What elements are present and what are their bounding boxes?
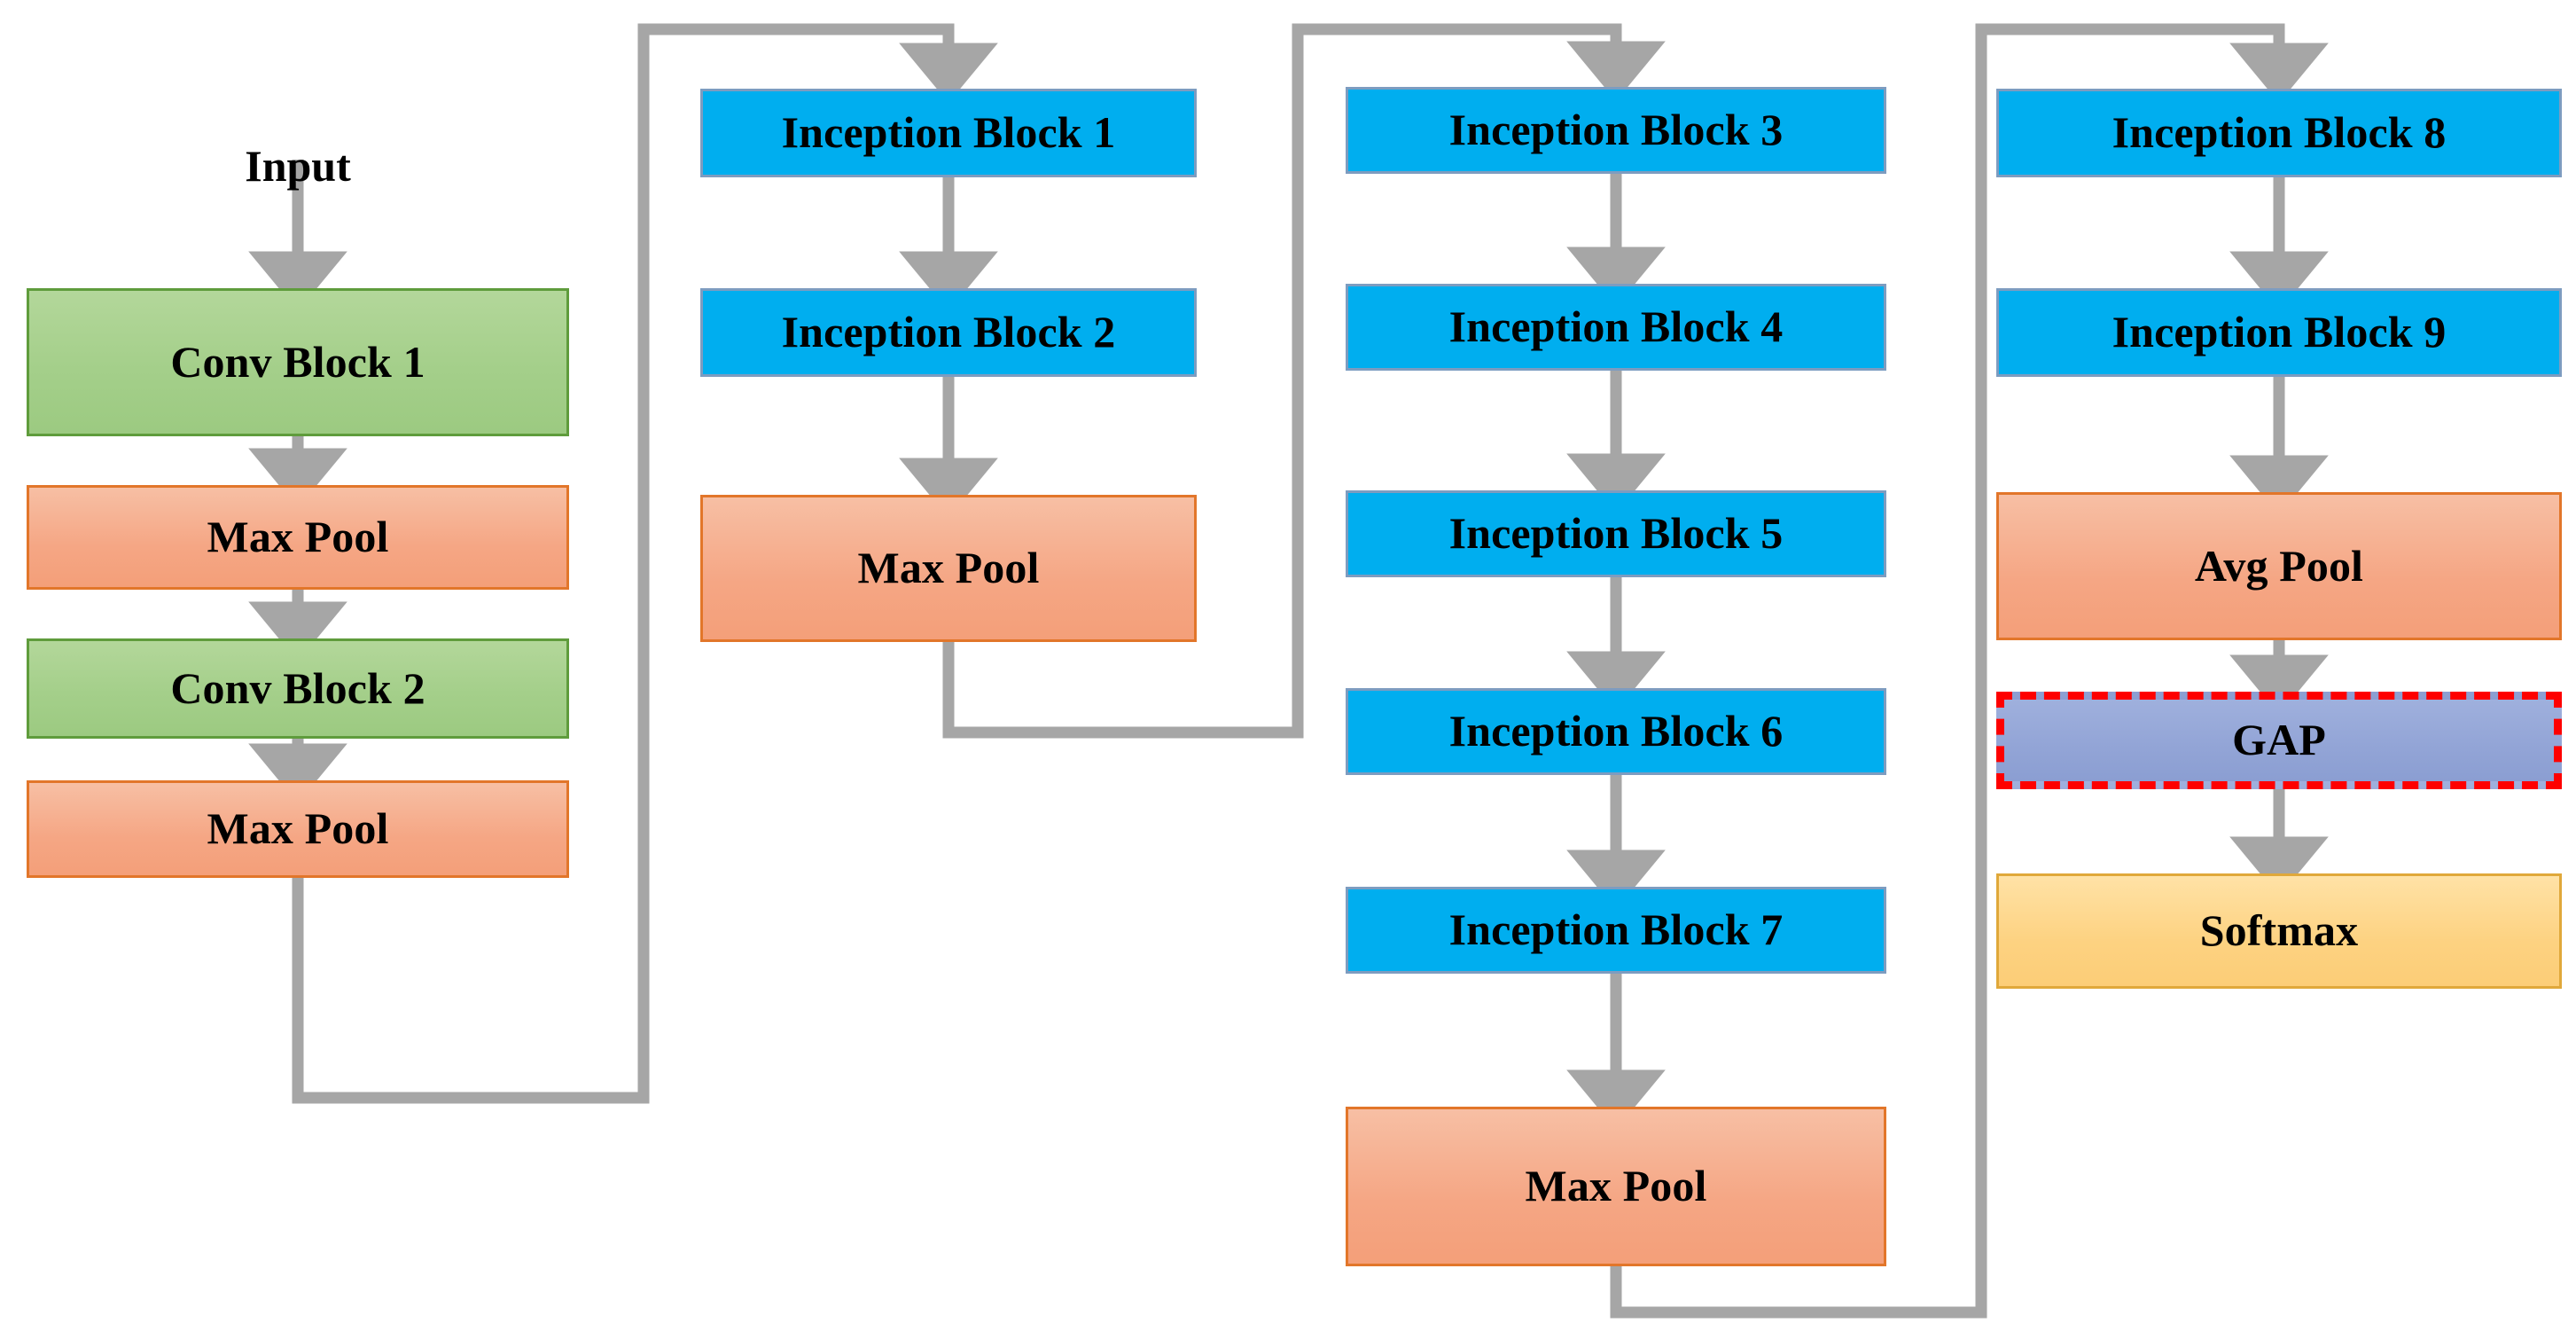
inception-block-6[interactable]: Inception Block 6 [1346,688,1886,775]
softmax-block-label: Softmax [2199,905,2359,955]
inception-block-3[interactable]: Inception Block 3 [1346,87,1886,174]
avg-pool[interactable]: Avg Pool [1996,492,2562,640]
max-pool-2[interactable]: Max Pool [27,780,569,878]
conv-block-2-label: Conv Block 2 [170,662,425,713]
inception-block-5[interactable]: Inception Block 5 [1346,490,1886,577]
straight-arrows [248,160,2329,1130]
avg-pool-label: Avg Pool [2194,540,2364,591]
conv-block-1[interactable]: Conv Block 1 [27,288,569,436]
inception-block-1-label: Inception Block 1 [781,107,1116,157]
long-skip-connectors [292,23,2329,1319]
inception-block-9[interactable]: Inception Block 9 [1996,288,2562,377]
max-pool-3[interactable]: Max Pool [700,495,1197,642]
conv-block-2[interactable]: Conv Block 2 [27,638,569,739]
inception-block-5-label: Inception Block 5 [1448,508,1784,558]
inception-block-2-label: Inception Block 2 [781,307,1116,356]
inception-block-4-label: Inception Block 4 [1448,301,1784,351]
inception-block-7-label: Inception Block 7 [1448,904,1784,954]
max-pool-3-label: Max Pool [857,543,1040,592]
inception-block-3-label: Inception Block 3 [1448,105,1784,154]
inception-block-2[interactable]: Inception Block 2 [700,288,1197,377]
max-pool-4[interactable]: Max Pool [1346,1107,1886,1266]
inception-block-6-label: Inception Block 6 [1448,706,1784,756]
gap-block-label: GAP [2232,715,2326,764]
inception-block-1[interactable]: Inception Block 1 [700,89,1197,177]
inception-block-8-label: Inception Block 8 [2112,107,2447,157]
gap-block[interactable]: GAP [1996,692,2562,789]
inception-block-7[interactable]: Inception Block 7 [1346,887,1886,974]
max-pool-2-label: Max Pool [207,803,389,853]
inception-block-4[interactable]: Inception Block 4 [1346,284,1886,371]
max-pool-1[interactable]: Max Pool [27,485,569,590]
inception-block-8[interactable]: Inception Block 8 [1996,89,2562,177]
softmax-block[interactable]: Softmax [1996,873,2562,989]
input-label: Input [245,141,351,191]
max-pool-4-label: Max Pool [1525,1161,1707,1210]
inception-block-9-label: Inception Block 9 [2112,307,2447,356]
conv-block-1-label: Conv Block 1 [170,336,425,387]
max-pool-1-label: Max Pool [207,512,389,561]
